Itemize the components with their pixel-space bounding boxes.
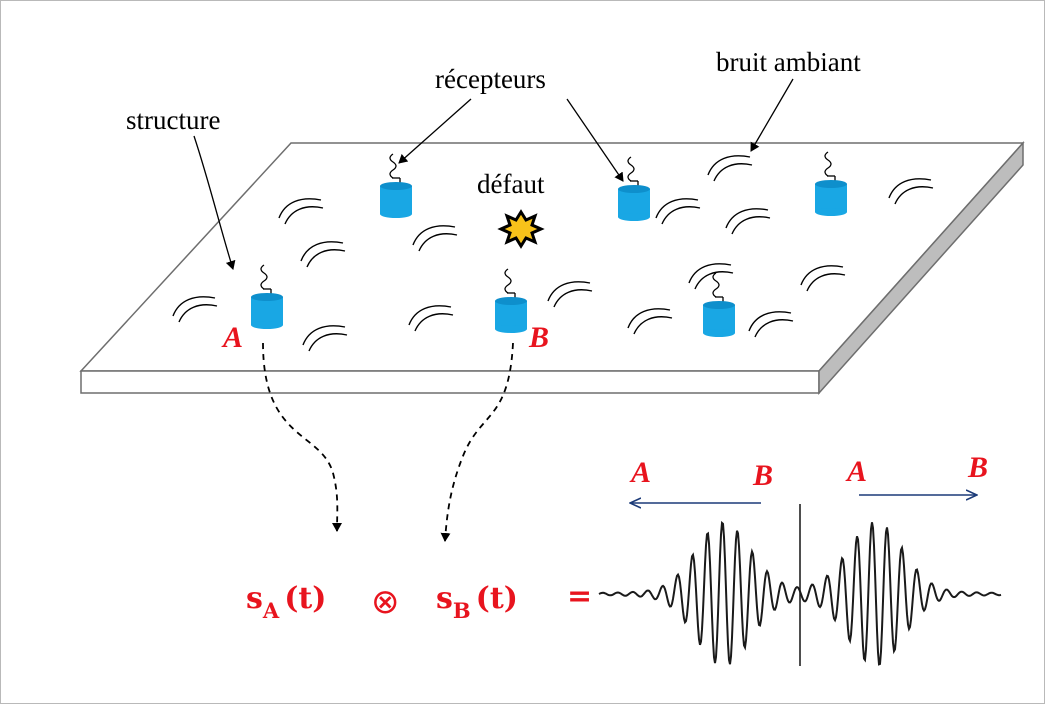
signal-a-symbol: s <box>246 581 263 616</box>
label-structure: structure <box>126 105 220 135</box>
sensor-a-label: A <box>221 321 243 354</box>
convolution-operator: ⊗ <box>371 582 400 622</box>
signal-path-a <box>262 342 343 532</box>
svg-text:sB(t): sB(t) <box>436 581 518 623</box>
signal-path-b <box>440 342 514 542</box>
signal-a-argument: (t) <box>284 581 326 616</box>
cross-correlation-equation: sA(t) ⊗ sB(t) = <box>246 579 592 623</box>
waveform-left-label-a: A <box>629 456 651 489</box>
plate-structure <box>79 141 1025 395</box>
label-defect: défaut <box>477 169 545 199</box>
waveform-trace <box>598 520 1002 666</box>
pointer-arrows <box>193 78 794 270</box>
label-ambient-noise: bruit ambiant <box>716 47 861 77</box>
svg-text:sA(t): sA(t) <box>246 581 326 623</box>
equals-sign: = <box>567 579 592 614</box>
noise-pointer-arrow <box>750 78 794 152</box>
label-receivers: récepteurs <box>435 64 546 94</box>
structure-pointer-arrow <box>193 135 236 270</box>
signal-b-argument: (t) <box>476 581 518 616</box>
signal-a-subscript: A <box>262 598 280 623</box>
receiver-pointer-arrow <box>566 98 624 182</box>
signal-b-symbol: s <box>436 581 453 616</box>
receiver-pointer-arrow <box>398 98 472 164</box>
correlation-waveform: A B A B <box>598 451 1002 666</box>
starburst-defect-icon <box>497 209 545 249</box>
signal-paths <box>262 342 514 542</box>
waveform-right-label-b: B <box>967 451 988 484</box>
waveform-right-label-a: A <box>845 455 867 488</box>
waveform-left-label-b: B <box>752 459 773 492</box>
signal-b-subscript: B <box>453 598 471 623</box>
sensor-b-label: B <box>528 321 549 354</box>
